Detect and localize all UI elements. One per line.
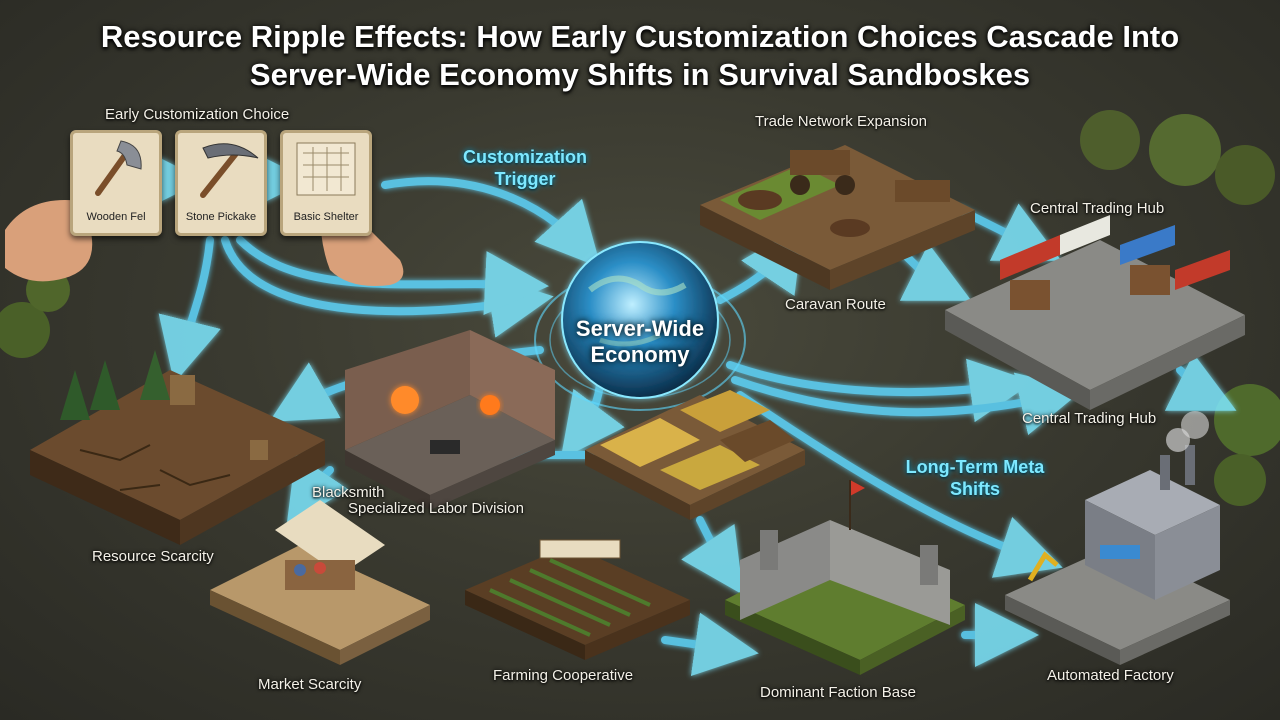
pickaxe-icon	[200, 143, 259, 198]
trading-hub-platform	[945, 215, 1245, 410]
customization-trigger-label: Customization Trigger	[463, 147, 587, 189]
label-caravan-route: Caravan Route	[785, 296, 886, 313]
choice-card-pickaxe[interactable]: Stone Pickake	[175, 130, 267, 236]
blueprint-icon	[296, 142, 356, 196]
label-labor-division: Specialized Labor Division	[348, 500, 524, 517]
farming-platform	[465, 539, 690, 660]
label-resource-scarcity: Resource Scarcity	[92, 548, 214, 565]
label-automated-factory: Automated Factory	[1047, 667, 1174, 684]
choices-header: Early Customization Choice	[105, 106, 290, 123]
title-line-1: Resource Ripple Effects: How Early Custo…	[100, 19, 1180, 54]
choice-card-label: Wooden Fel	[86, 211, 146, 223]
axe-icon	[95, 140, 142, 196]
labor-platform	[585, 390, 805, 520]
label-faction-base: Dominant Faction Base	[760, 684, 916, 701]
choice-card-label: Basic Shelter	[293, 211, 359, 223]
diagram-title: Resource Ripple Effects: How Early Custo…	[0, 18, 1280, 94]
label-blacksmith: Blacksmith	[312, 484, 385, 501]
title-line-2: Server-Wide Economy Shifts in Survival S…	[249, 57, 1031, 92]
label-trade-network: Trade Network Expansion	[755, 113, 928, 130]
choice-card-axe[interactable]: Wooden Fel	[70, 130, 162, 236]
choice-card-label: Stone Pickake	[185, 211, 257, 223]
label-trading-hub-bottom: Central Trading Hub	[1022, 410, 1157, 427]
label-trading-hub-top: Central Trading Hub	[1030, 200, 1165, 217]
meta-shifts-label: Long-Term Meta Shifts	[905, 457, 1045, 499]
label-market-scarcity: Market Scarcity	[258, 676, 362, 693]
factory-platform	[1005, 411, 1230, 665]
faction-platform	[725, 480, 965, 675]
blacksmith-platform	[345, 330, 555, 510]
economy-globe	[534, 241, 746, 411]
choice-card-shelter[interactable]: Basic Shelter	[280, 130, 372, 236]
economy-core-label: Server-Wide Economy	[575, 316, 705, 367]
resource-scarcity-platform	[30, 350, 325, 545]
label-farming-cooperative: Farming Cooperative	[493, 667, 634, 684]
market-platform	[210, 500, 430, 665]
trade-network-platform	[700, 145, 975, 290]
